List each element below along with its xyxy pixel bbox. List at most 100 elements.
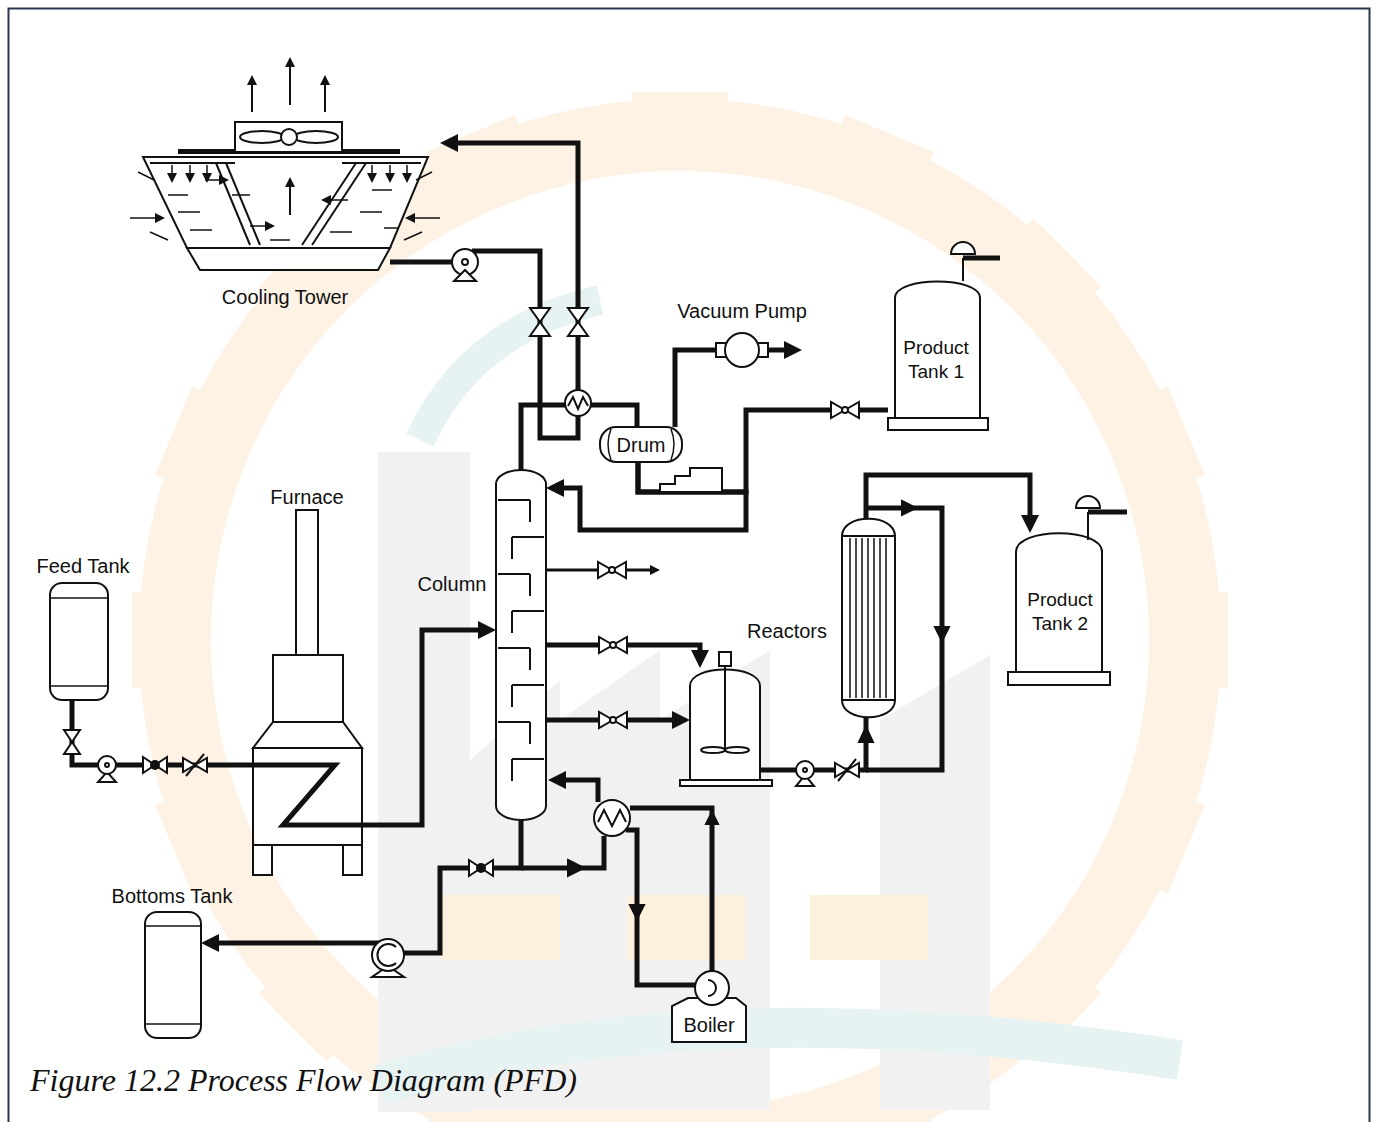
tank-base	[1008, 672, 1110, 685]
cooling-tower-drawing	[360, 211, 382, 213]
agitator-shaft	[724, 666, 726, 750]
gate-valve	[151, 761, 159, 769]
heat-exchanger	[598, 810, 626, 826]
vacuum-pump: Vacuum Pump	[716, 333, 768, 367]
vent-stem	[1087, 512, 1089, 540]
check-valve	[183, 754, 207, 776]
cooling-tower-drawing	[206, 165, 208, 178]
process-pipes	[963, 256, 1000, 261]
equipment-label: Cooling Tower	[222, 285, 348, 309]
product-tank-shape	[895, 282, 980, 419]
process-line	[675, 350, 716, 427]
cooling-tower-drawing	[178, 211, 200, 213]
process-pipes	[472, 251, 578, 438]
watermark	[132, 92, 1228, 1122]
furnace-drawing	[343, 845, 362, 875]
feed-tank-shape	[50, 583, 108, 700]
watermark-gear	[819, 115, 934, 216]
product-tank: Product Tank 2	[1008, 533, 1110, 685]
heat-exchanger	[594, 800, 630, 836]
boiler-pump	[695, 971, 729, 1005]
gate-valve	[64, 730, 80, 754]
process-line	[555, 462, 746, 530]
impeller	[701, 747, 725, 753]
check-valve	[847, 763, 859, 777]
equipment-label: Product Tank 1	[903, 336, 968, 384]
gate-valve	[568, 308, 588, 322]
furnace-drawing	[253, 845, 272, 875]
watermark-gear	[1103, 779, 1204, 894]
equipment-label: Boiler	[683, 1013, 734, 1037]
tubular-reactor	[842, 536, 895, 700]
vent-cap	[1076, 496, 1100, 508]
cooling-tower-drawing	[190, 229, 212, 231]
watermark-windows	[440, 895, 560, 960]
cooling-tower-drawing	[143, 157, 428, 248]
feed-pump	[105, 763, 109, 767]
gate-valve	[469, 860, 493, 876]
heat-exchanger	[594, 800, 630, 836]
centrifugal-pump	[372, 939, 404, 977]
connector-group	[72, 350, 1030, 953]
check-valve	[195, 758, 207, 772]
feed-tank: Feed Tank	[50, 583, 108, 700]
agitator-motor	[719, 652, 731, 666]
process-pipes	[390, 260, 452, 265]
furnace-drawing	[273, 655, 343, 722]
process-pipes	[521, 836, 604, 868]
column-trays	[498, 500, 544, 781]
impeller	[725, 747, 749, 753]
cooling-tower-drawing	[130, 62, 440, 270]
cooling-tower-drawing	[312, 163, 366, 245]
reactor-pump	[796, 761, 814, 779]
cooling-tower-drawing	[281, 129, 297, 145]
equipment-label: Product Tank 2	[1027, 588, 1092, 636]
gate-valve	[568, 308, 588, 336]
gate-valve	[64, 742, 80, 754]
watermark-windows	[627, 895, 745, 960]
cooling-tower: Cooling Tower	[143, 122, 428, 270]
cooling-tower-drawing	[294, 131, 338, 143]
cooling-tower-drawing	[410, 217, 440, 219]
gate-valve	[568, 322, 588, 336]
watermark-gear	[1158, 592, 1228, 688]
drum: Drum	[600, 427, 682, 462]
feed-pump	[98, 756, 116, 774]
gate-valve	[831, 402, 859, 418]
gate-valve	[609, 567, 615, 573]
cooling-tower-drawing	[270, 239, 290, 241]
process-pipes	[253, 765, 362, 825]
gate-valve	[530, 308, 550, 322]
furnace-drawing	[253, 748, 362, 845]
cooling-tower-drawing	[342, 162, 421, 164]
tank-base	[888, 418, 988, 430]
equipment-label: Drum	[617, 433, 666, 457]
process-pipes	[768, 348, 793, 353]
watermark-gear	[1103, 386, 1204, 501]
watermark-gear	[132, 92, 1228, 1122]
cooling-tower-drawing	[289, 182, 291, 215]
check-valve	[186, 754, 204, 776]
cooling-tower-drawing	[326, 199, 348, 201]
seal-pot	[660, 468, 722, 492]
boiler-pump-arc	[708, 980, 716, 996]
gate-valve	[143, 757, 167, 773]
furnace-drawing	[296, 510, 318, 655]
cooling-tower-drawing	[150, 232, 168, 240]
tank-seam	[50, 685, 108, 687]
distillation-column: Column	[496, 470, 546, 820]
pump-base	[454, 270, 476, 281]
cooling-tower-drawing	[289, 62, 291, 105]
cooling-tower-drawing	[138, 172, 154, 180]
process-pipes	[626, 830, 695, 985]
equipment-label: Vacuum Pump	[677, 299, 807, 323]
condenser	[565, 390, 591, 416]
column-shape	[496, 470, 546, 820]
cooling-tower-drawing	[324, 80, 326, 112]
thin-arrow	[568, 860, 584, 876]
seal-pot	[660, 468, 722, 492]
tank-seam	[50, 597, 108, 599]
